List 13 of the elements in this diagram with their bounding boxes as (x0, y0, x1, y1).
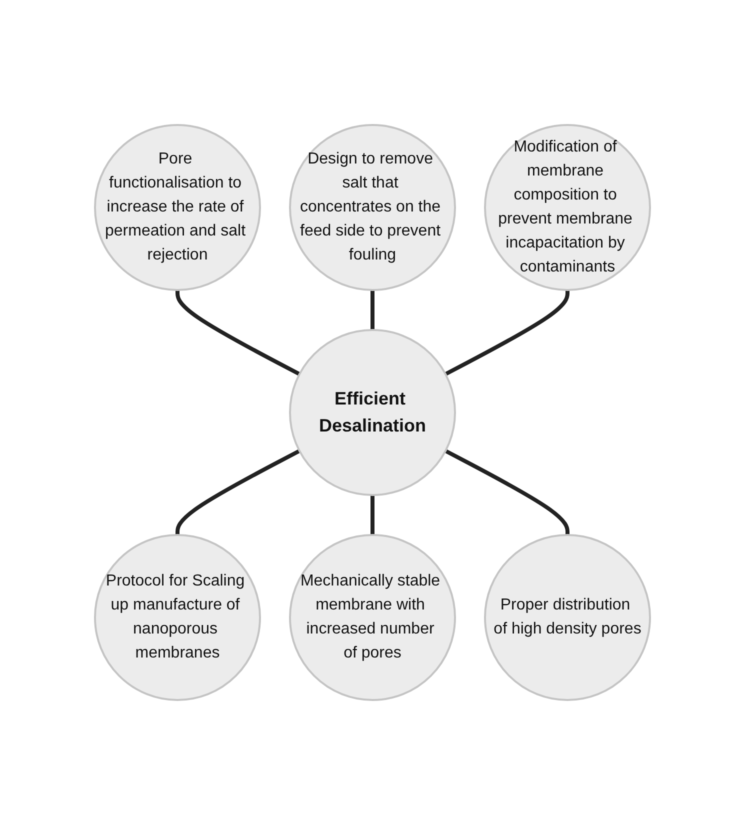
connector (370, 290, 374, 330)
node-circle: Efficient Desalination (289, 329, 456, 496)
node-circle: Modification of membrane composition to prevent membrane incapacitation by contaminants (484, 124, 651, 291)
node-circle: Protocol for Scaling up manufacture of nanoporous membranes (94, 534, 261, 701)
connector (370, 495, 374, 535)
node-circle: Pore functionalisation to increase the rate of permeation and salt rejection (94, 124, 261, 291)
connector (444, 290, 570, 376)
connector (176, 449, 300, 535)
node-circle: Design to remove salt that concentrates on the feed side to prevent fouling (289, 124, 456, 291)
node-circle: Mechanically stable membrane with increased number of pores (289, 534, 456, 701)
node-circle: Proper distribution of high density pores (484, 534, 651, 701)
connector (176, 290, 300, 376)
connector (444, 449, 570, 535)
